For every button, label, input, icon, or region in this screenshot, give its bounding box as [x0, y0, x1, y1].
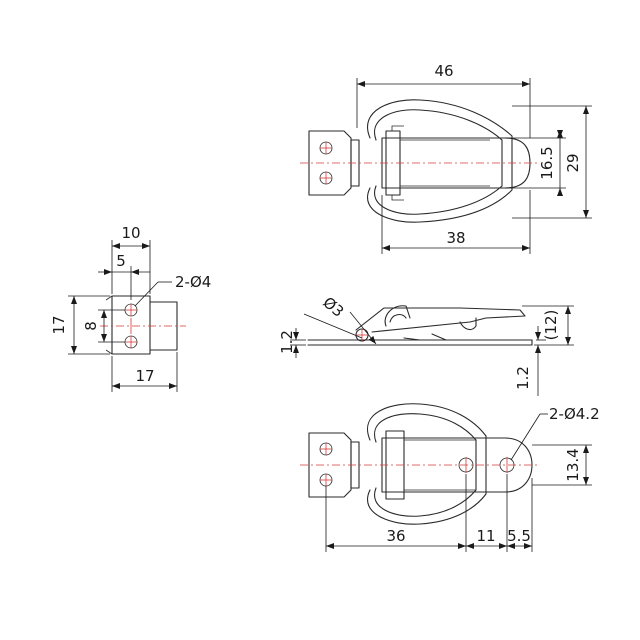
dim-overall-length: 46 [434, 62, 453, 80]
dim-hole-offset: 5 [116, 252, 126, 270]
dim-hole-spacing: 8 [82, 321, 100, 331]
dim-base-to-hole: 36 [386, 527, 405, 545]
side-view: Ø3 1.2 (12) 1.2 [278, 293, 574, 396]
dim-plate-thickness-left: 1.2 [278, 330, 296, 354]
dim-plate-width-top: 10 [121, 224, 140, 242]
label-body-holes: 2-Ø4.2 [549, 405, 600, 423]
dim-plate-thickness-right: 1.2 [514, 366, 532, 390]
dim-hole-pitch: 13.4 [564, 448, 582, 481]
bottom-view: 2-Ø4.2 13.4 36 11 5.5 [300, 403, 600, 552]
dim-overall-height: (12) [542, 310, 560, 341]
dim-plate-width-bottom: 17 [135, 367, 154, 385]
strike-plate-view: 10 5 2-Ø4 17 8 17 [50, 224, 211, 392]
top-view: 46 16.5 29 38 [300, 62, 592, 254]
dim-hole-to-hole: 11 [476, 527, 495, 545]
dim-body-length: 38 [446, 229, 465, 247]
dim-plate-height: 17 [50, 315, 68, 334]
dim-hole-to-end: 5.5 [507, 527, 531, 545]
label-plate-holes: 2-Ø4 [175, 273, 211, 291]
dim-pin-diameter: Ø3 [319, 293, 347, 321]
dim-pin-spacing: 16.5 [538, 146, 556, 179]
dim-overall-width: 29 [564, 153, 582, 172]
